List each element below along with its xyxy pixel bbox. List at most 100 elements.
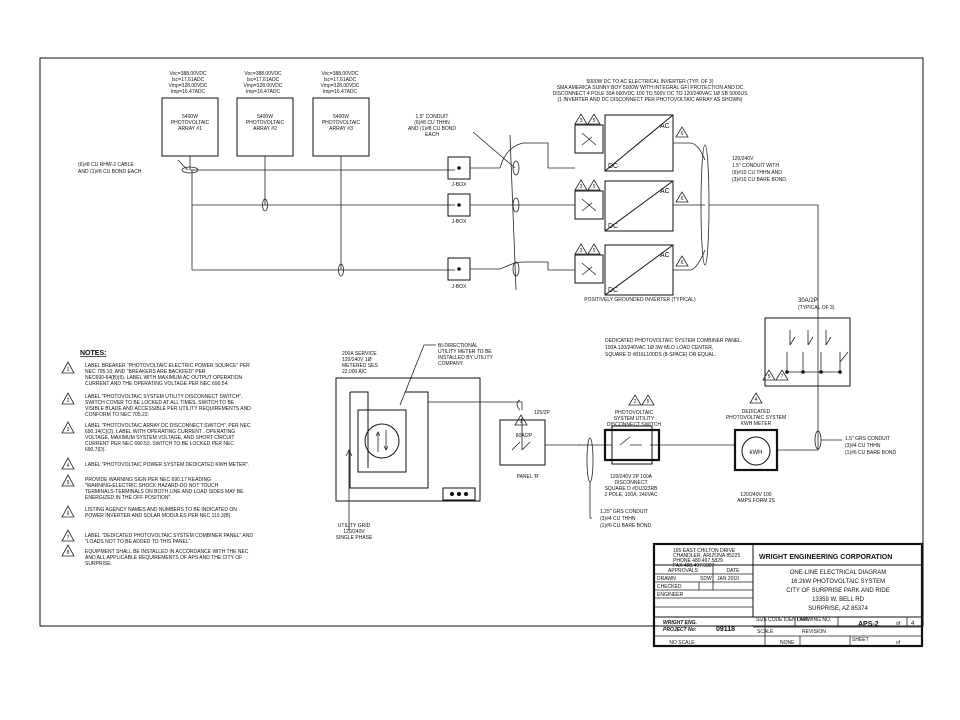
array-3-isc: Isc=17.61ADC [324, 77, 357, 83]
array-2-vmp: Vmp=328.00VDC [243, 83, 282, 89]
title-line-5: SURPRISE, AZ 85374 [808, 606, 868, 612]
note-3-line-4: CURRENT PER NEC 690.53. SWITCH TO BE LOC… [85, 441, 234, 447]
service-note-1: 200A SERVICE [342, 351, 377, 357]
project-label-1: WRIGHT ENG. [663, 620, 697, 626]
note-4-line-1: LABEL "PHOTOVOLTAIC POWER SYSTEM DEDICAT… [85, 462, 249, 468]
dc-conduit-note-3: AND (1)#8 CU BOND [408, 126, 456, 132]
array-3-imp: Imp=16.47ADC [323, 89, 358, 95]
inverter-2-ac-label: AC [660, 188, 670, 195]
panel-main-breaker: 125/2P [534, 410, 551, 416]
inverter-caption: POSITIVELY GROUNDED INVERTER (TYPICAL) [584, 297, 696, 303]
checked-label: CHECKED [657, 584, 682, 590]
utility-note-2: 120/240V [343, 529, 365, 535]
tag-4-kwh: 4 [755, 397, 758, 403]
kwh-title-2: PHOTOVOLTAIC SYSTEM [726, 415, 786, 421]
date-label: DATE [727, 568, 741, 574]
combiner-panel [764, 317, 851, 387]
utility-disconnect [578, 394, 735, 483]
inverter-1-dc-label: DC [608, 163, 618, 170]
title-line-4: 13359 W. BELL RD [812, 597, 864, 603]
j-box-1-label: J-BOX [452, 182, 467, 188]
ac-output-wiring [673, 142, 819, 320]
pv-array-3: Voc=388.00VDC Isc=17.61ADC Vmp=328.00VDC… [312, 71, 370, 157]
disconnect-spec-4: 2 POLE, 100A, 240VAC [605, 492, 658, 498]
meter-note-2: UTILITY METER TO BE [438, 349, 492, 355]
note-3-line-5: 690.7(D). [85, 447, 106, 453]
disconnect-spec-3: SQUARE D #DU323RB [605, 486, 658, 492]
tag-5-combiner: 5 [768, 374, 771, 380]
tag-7-combiner: 7 [781, 374, 784, 380]
cable-note-line-1: (6)#8 CU RHW-2 CABLE [78, 162, 134, 168]
tag-5-inv3: 5 [593, 248, 596, 254]
drawn-by: SDW [700, 576, 712, 582]
size-label: SIZE [756, 617, 768, 623]
breaker-note-2: (TYPICAL OF 3) [798, 305, 835, 311]
note-6-line-1: LISTING AGENCY NAMES AND NUMBERS TO BE I… [85, 507, 237, 513]
array-2-name: ARRAY #2 [253, 126, 277, 132]
note-1-line-3: NEC690-64(B)(5). LABEL WITH MAXIMUM AC O… [85, 375, 243, 381]
note-5-line-4: ENERGIZED IN THE OFF POSITION". [85, 495, 172, 501]
array-3-watts: 5400W [333, 114, 349, 120]
dc-conduit-run [470, 131, 575, 291]
note-8-line-3: SURPRISE. [85, 561, 112, 567]
tag-5-disconnect: 5 [647, 399, 650, 405]
inverter-1: AC DC [574, 114, 674, 172]
meter-note-4: COMPANY. [438, 361, 464, 367]
service-note-3: METERED SES [342, 363, 379, 369]
sheet-of-label: of [896, 621, 901, 627]
disconnect-title-2: SYSTEM UTILITY [614, 416, 655, 422]
note-6-line-2: POWER INVERTER AND SOLAR MODULES PER NEC… [85, 513, 232, 519]
title-line-2: 16.2kW PHOTOVOLTAIC SYSTEM [791, 579, 885, 585]
disconnect-spec-2: DISCONNECT [614, 480, 647, 486]
drawn-label: DRAWN [657, 576, 676, 582]
note-3-line-2: 690.14(C)(2). LABEL WITH OPERATING CURRE… [85, 429, 235, 435]
array-3-voc: Voc=388.00VDC [321, 71, 358, 77]
inverter-2: AC DC [574, 180, 674, 232]
tag-5-inv2: 5 [593, 184, 596, 190]
array-1-type: PHOTOVOLTAIC [171, 120, 210, 126]
array-3-name: ARRAY #3 [329, 126, 353, 132]
service-note-2: 120/240V 1Ø [342, 357, 372, 363]
tag-2-disconnect: 2 [634, 399, 637, 405]
array-2-isc: Isc=17.61ADC [247, 77, 280, 83]
inverter-1-ac-label: AC [660, 123, 670, 130]
sheet-count: 4 [911, 621, 915, 627]
array-1-imp: Imp=16.47ADC [171, 89, 206, 95]
revision-label: REVISION [802, 629, 826, 635]
dc-conduit-note-1: 1.5" CONDUIT [416, 114, 449, 120]
note-8-num: 8 [67, 550, 70, 556]
drawing-number: APS-2 [858, 621, 879, 628]
inverter-2-dc-label: DC [608, 223, 618, 230]
conduit-15-note-3: (1)#6 CU BARE BOND [845, 450, 897, 456]
sheet-border [39, 57, 924, 627]
inverter-3-ac-label: AC [660, 252, 670, 259]
engineer-label: ENGINEER [657, 592, 684, 598]
company-name: WRIGHT ENGINEERING CORPORATION [759, 554, 892, 561]
inverter-note-2: SMA AMERICA SUNNY BOY 5000W WITH INTEGRA… [557, 85, 744, 91]
note-5-line-3: TERMINALS-TERMINALS ON BOTH LINE AND LOA… [85, 489, 244, 495]
tag-6-inv1: 6 [681, 131, 684, 137]
note-3-line-3: VOLTAGE, MAXIMUM SYSTEM VOLTAGE, AND SHO… [85, 435, 234, 441]
code-ident-label: CODE IDENT NO. [768, 617, 809, 623]
address-line-3: PHONE 480.497.5829 [673, 558, 723, 564]
array-3-type: PHOTOVOLTAIC [322, 120, 361, 126]
conduit-125-note-3: (1)#6 CU BARE BOND [600, 523, 652, 529]
sheet-of-footer: of [896, 640, 901, 646]
note-6-num: 6 [67, 511, 70, 517]
note-1-num: 1 [67, 367, 70, 373]
meter-note-3: INSTALLED BY UTILITY [438, 355, 493, 361]
scale-value: NO SCALE [669, 640, 695, 646]
note-5-line-2: "WARNING-ELECTRIC SHOCK HAZARD-DO NOT TO… [85, 483, 219, 489]
dc-conduit-note-4: EACH [425, 132, 439, 138]
sheet-label: SHEET [852, 637, 869, 643]
tag-3-inv1: 3 [580, 118, 583, 124]
kwh-meter [733, 320, 822, 472]
note-5-num: 5 [67, 480, 70, 486]
inverter-3-dc-label: DC [608, 287, 618, 294]
disconnect-title-1: PHOTOVOLTAIC [615, 410, 654, 416]
note-8-line-1: EQUIPMENT SHALL BE INSTALLED IN ACCORDAN… [85, 549, 249, 555]
project-number: 09118 [716, 626, 735, 633]
note-3-line-1: LABEL "PHOTOVOLTAIC ARRAY DC DISCONNECT … [85, 423, 251, 429]
combiner-note-1: DEDICATED PHOTOVOLTAIC SYSTEM COMBINER P… [605, 338, 742, 344]
pv-array-2: Voc=388.00VDC Isc=17.61ADC Vmp=328.00VDC… [236, 71, 294, 157]
